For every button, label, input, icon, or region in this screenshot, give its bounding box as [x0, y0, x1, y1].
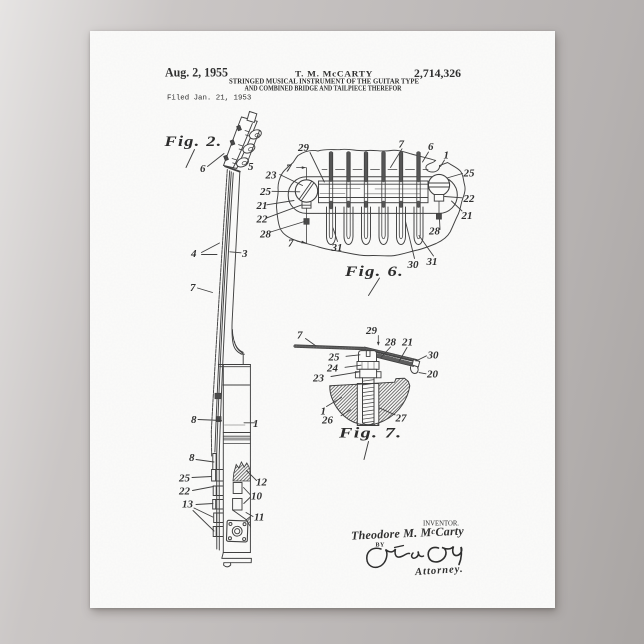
svg-text:25: 25: [178, 473, 191, 485]
svg-text:BY: BY: [376, 543, 386, 549]
svg-text:Theodore M. M⁢cCarty: Theodore M. M⁢cCarty: [351, 524, 465, 543]
svg-text:23: 23: [312, 373, 325, 385]
svg-text:23: 23: [265, 170, 278, 182]
svg-text:Fig. 6.: Fig. 6.: [344, 264, 404, 280]
svg-text:7: 7: [190, 282, 196, 294]
svg-text:Fig. 2.: Fig. 2.: [163, 134, 222, 150]
svg-text:11: 11: [254, 512, 264, 524]
svg-text:7: 7: [399, 139, 405, 151]
svg-text:25: 25: [259, 186, 272, 198]
svg-text:T. M. McCARTY: T. M. McCARTY: [295, 70, 373, 79]
svg-text:7: 7: [297, 330, 303, 342]
svg-text:Attorney.: Attorney.: [414, 564, 464, 578]
svg-text:21: 21: [461, 210, 473, 222]
svg-text:8: 8: [191, 414, 197, 426]
svg-text:STRINGED MUSICAL INSTRUMENT OF: STRINGED MUSICAL INSTRUMENT OF THE GUITA…: [229, 78, 419, 85]
svg-text:24: 24: [326, 363, 339, 375]
svg-text:AND COMBINED BRIDGE AND TAILPI: AND COMBINED BRIDGE AND TAILPIECE THEREF…: [245, 86, 402, 93]
svg-text:7: 7: [286, 163, 292, 175]
svg-text:22: 22: [463, 193, 476, 205]
svg-text:28: 28: [384, 337, 397, 349]
svg-text:6: 6: [428, 141, 434, 153]
svg-text:28: 28: [259, 229, 272, 241]
svg-text:30: 30: [427, 350, 440, 362]
svg-text:26: 26: [321, 415, 334, 427]
svg-text:4: 4: [190, 248, 197, 260]
svg-text:1: 1: [321, 406, 327, 418]
svg-text:20: 20: [426, 369, 439, 381]
svg-text:3: 3: [241, 248, 248, 260]
svg-text:31: 31: [331, 242, 343, 254]
svg-text:5: 5: [248, 161, 254, 173]
svg-text:27: 27: [395, 413, 408, 425]
svg-text:Filed Jan. 21, 1953: Filed Jan. 21, 1953: [167, 95, 251, 103]
svg-text:29: 29: [297, 142, 310, 154]
svg-text:INVENTOR.: INVENTOR.: [423, 520, 459, 528]
svg-text:Fig. 7.: Fig. 7.: [338, 426, 403, 442]
svg-text:8: 8: [189, 452, 195, 464]
svg-text:25: 25: [328, 352, 341, 364]
svg-text:30: 30: [407, 259, 420, 271]
svg-text:31: 31: [426, 256, 438, 268]
svg-text:22: 22: [256, 214, 269, 226]
svg-text:28: 28: [428, 226, 441, 238]
svg-text:6: 6: [200, 163, 206, 175]
svg-text:29: 29: [365, 325, 378, 337]
svg-text:21: 21: [401, 337, 413, 349]
svg-text:13: 13: [182, 499, 194, 511]
svg-text:21: 21: [256, 200, 268, 212]
svg-text:1: 1: [444, 150, 450, 162]
svg-text:2,714,326: 2,714,326: [414, 68, 461, 80]
svg-text:Aug. 2, 1955: Aug. 2, 1955: [165, 66, 228, 80]
svg-text:7: 7: [288, 238, 294, 250]
svg-text:25: 25: [463, 168, 476, 180]
svg-text:22: 22: [178, 486, 191, 498]
svg-text:12: 12: [256, 477, 268, 489]
svg-text:1: 1: [253, 418, 259, 430]
svg-text:10: 10: [251, 491, 263, 503]
